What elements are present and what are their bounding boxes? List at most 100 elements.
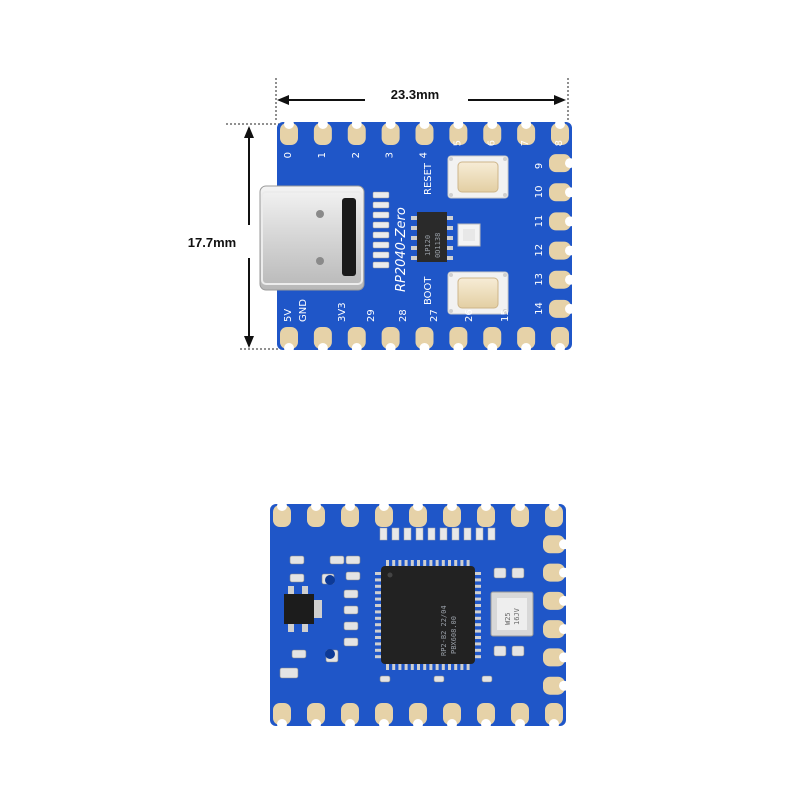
castellated-pad [280,327,298,349]
castellated-pad [409,703,427,725]
pin-label-top: 8 [554,140,565,146]
castellated-pad [347,327,366,349]
castellated-pad [477,703,495,725]
arrow-left-icon [277,95,289,105]
pin-label-right: 12 [534,244,545,257]
pin-label-top: 3 [385,152,396,158]
arrow-right-icon [554,95,566,105]
pin-label-bottom: 5V [283,309,294,322]
reset-button[interactable] [447,155,509,199]
castellated-pad [273,505,291,527]
castellated-pad [313,123,332,145]
castellated-pad [313,327,332,349]
castellated-pad [511,703,529,725]
smd-pad [372,241,390,249]
castellated-pad [381,123,400,145]
flash-marking-1: W25 [504,612,512,625]
smd-component [291,649,307,659]
castellated-pad [551,123,569,145]
smd-component [343,637,359,647]
castellated-pad [273,703,291,725]
smd-pad [372,191,390,199]
pin-label-bottom: 28 [398,309,409,322]
castellated-pad [415,123,434,145]
smd-components [279,555,525,683]
boot-button[interactable] [447,271,509,315]
smd-component [345,571,361,581]
pin-label-right: 13 [534,273,545,286]
castellated-pad [549,154,571,173]
castellated-pad [443,505,461,527]
castellated-pad [517,123,536,145]
castellated-pad [543,591,565,610]
pin-label-right: 14 [534,302,545,315]
castellated-pad [443,703,461,725]
smd-component [343,621,359,631]
pin-label-bottom: GND [298,299,309,322]
castellated-pad [549,183,571,202]
pin-label-top: 6 [486,140,497,146]
castellated-pad [449,327,468,349]
castellated-pad [341,703,359,725]
castellated-pad [549,270,571,289]
ic-marking-1: 1P120 [424,235,432,256]
castellated-pad [477,505,495,527]
pin-label-right: 11 [534,215,545,228]
pin-label-top: 5 [452,140,463,146]
pin-label-top: 4 [419,152,430,158]
board-back-view: RP2-B2 22/04 PBX608.00 W25 16JV [270,501,569,729]
smd-pad [372,231,390,239]
castellated-pad [543,620,565,639]
smd-component [511,567,525,579]
castellated-pad [375,505,393,527]
arrow-up-icon [244,126,254,138]
width-label: 23.3mm [391,87,439,102]
chip-marking-1: RP2-B2 22/04 [440,605,448,656]
castellated-pad [549,299,571,318]
castellated-pad [517,327,536,349]
smd-component [289,573,305,583]
castellated-pad [543,563,565,582]
smd-pad-column [372,191,390,269]
pin-label-bottom: 26 [464,309,475,322]
smd-component [345,555,361,565]
ic-marking-2: 0D1138 [434,233,442,258]
castellated-pad [307,505,325,527]
smd-component [511,645,525,657]
pin-label-right: 10 [534,186,545,199]
smd-component [481,675,493,683]
castellated-pad [280,123,298,145]
castellated-pad [549,212,571,231]
pin-label-top: 7 [520,140,531,146]
pin-label-bottom: 29 [366,309,377,322]
castellated-pad [545,703,563,725]
castellated-pad [511,505,529,527]
castellated-pad [415,327,434,349]
smd-component [433,675,445,683]
castellated-pad [545,505,563,527]
height-label: 17.7mm [188,235,236,250]
smd-component [493,567,507,579]
castellated-pad [381,327,400,349]
arrow-down-icon [244,336,254,348]
smd-pad [372,221,390,229]
pin-label-top: 0 [283,152,294,158]
smd-pad [372,211,390,219]
castellated-pad [551,327,569,349]
pin-label-top: 2 [351,152,362,158]
castellated-pad [341,505,359,527]
smd-component [343,589,359,599]
castellated-pad [347,123,366,145]
pin-label-top: 1 [317,152,328,158]
smd-pad [372,251,390,259]
ldo-regulator [284,586,322,632]
castellated-pad [307,703,325,725]
castellated-pad [543,648,565,667]
castellated-pad [375,703,393,725]
pin-label-bottom: 15 [500,309,511,322]
castellated-pad [549,241,571,260]
smd-pad [372,201,390,209]
reset-label: RESET [423,162,434,195]
